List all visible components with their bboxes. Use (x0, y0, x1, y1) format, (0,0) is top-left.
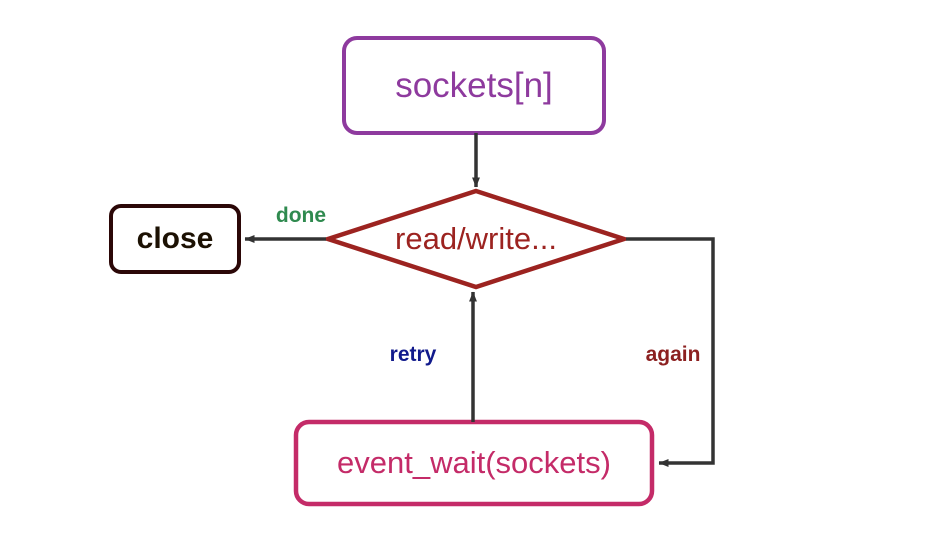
edge-label-done: done (275, 204, 327, 227)
node-event-wait-shape[interactable] (293, 419, 655, 507)
node-sockets-shape[interactable] (342, 36, 606, 135)
node-readwrite-shape[interactable] (320, 188, 632, 290)
node-close-shape[interactable] (109, 204, 241, 274)
edge-readwrite-to-event-wait (626, 237, 715, 467)
edge-label-retry: retry (389, 343, 437, 366)
edge-label-again: again (645, 343, 701, 366)
